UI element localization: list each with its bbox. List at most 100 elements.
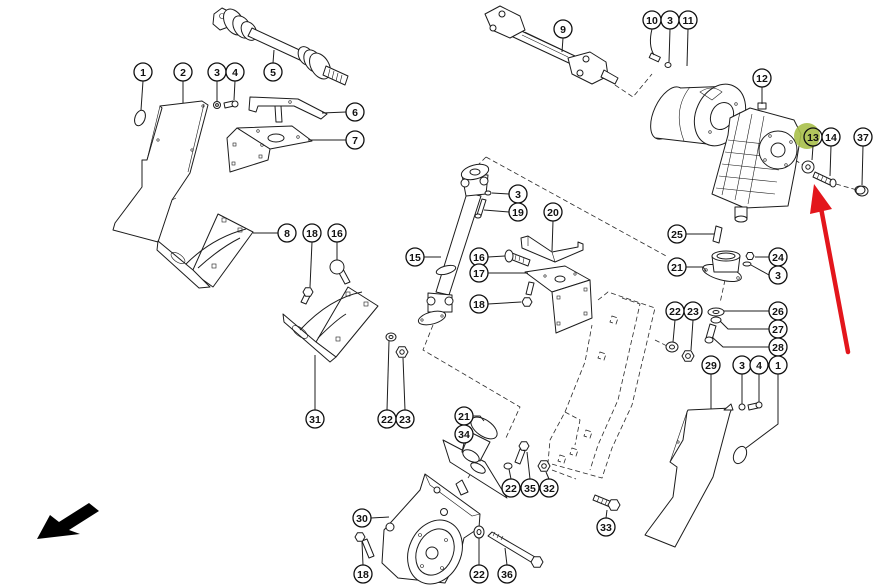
part-10-bolt	[648, 52, 661, 63]
callout-circle	[345, 130, 365, 150]
callout-number: 22	[669, 306, 681, 318]
callout-circle	[508, 202, 528, 222]
part-20-bent-plate	[520, 235, 584, 263]
part-22-washer	[385, 332, 397, 342]
part-36-long-bolt	[487, 531, 544, 568]
callout-7: 7	[308, 130, 365, 150]
callout-1: 1	[745, 355, 788, 449]
callout-number: 25	[671, 229, 683, 241]
callout-20: 20	[543, 202, 563, 252]
callout-number: 36	[501, 569, 513, 581]
callout-number: 9	[560, 24, 566, 36]
part-28-bolt	[704, 323, 717, 344]
callout-number: 3	[667, 15, 673, 27]
leader-line	[504, 547, 508, 566]
callout-circle	[752, 68, 772, 88]
part-18-bolt	[521, 281, 535, 307]
callout-23: 23	[683, 301, 703, 351]
part-3-washer	[664, 62, 672, 68]
callout-number: 3	[775, 270, 781, 282]
callout-circle	[405, 247, 425, 267]
part-1-cap	[134, 109, 146, 127]
callout-24: 24	[755, 247, 788, 267]
callout-4: 4	[225, 62, 245, 101]
callout-2: 2	[173, 62, 193, 103]
red-pointer-arrow	[810, 184, 851, 355]
callout-22: 22	[665, 301, 685, 343]
callout-37: 37	[853, 127, 873, 186]
callout-1: 1	[133, 62, 153, 111]
callout-number: 26	[772, 306, 784, 318]
callout-17: 17	[469, 263, 528, 283]
leader-line	[711, 336, 769, 348]
arrow-down-left-icon	[37, 503, 99, 539]
part-9-cardan-shaft	[484, 5, 619, 85]
callout-number: 6	[352, 107, 358, 119]
callout-12: 12	[752, 68, 772, 104]
callout-circle	[469, 263, 489, 283]
leader-line	[690, 319, 694, 351]
callout-number: 4	[756, 360, 762, 372]
leader-line	[668, 28, 671, 63]
part-7-mounting-bracket	[226, 125, 313, 173]
callout-circle	[353, 564, 373, 584]
callout-number: 15	[409, 252, 421, 264]
leader-line	[811, 145, 814, 161]
part-31-angle-bracket	[282, 286, 379, 363]
callout-number: 22	[505, 483, 517, 495]
callout-circle	[553, 19, 573, 39]
callout-5: 5	[263, 49, 283, 82]
callout-circle	[133, 62, 153, 82]
part-17-bracket	[524, 265, 593, 334]
part-25-pin	[712, 225, 723, 244]
callout-31: 31	[305, 355, 325, 429]
part-1-cap	[732, 445, 748, 465]
callout-circle	[667, 257, 687, 277]
part-4-bolt	[223, 100, 239, 109]
leader-line	[508, 468, 512, 480]
callout-16: 16	[469, 247, 506, 267]
callout-3: 3	[732, 355, 752, 404]
leader-line	[750, 264, 770, 276]
callout-3: 3	[491, 184, 528, 204]
callout-number: 35	[524, 483, 536, 495]
part-33-bolt	[592, 494, 621, 511]
leader-line	[473, 415, 485, 422]
callout-circle	[768, 355, 788, 375]
callout-circle	[768, 265, 788, 285]
callout-number: 4	[232, 67, 238, 79]
callout-number: 21	[458, 411, 470, 423]
callout-number: 22	[381, 414, 393, 426]
callout-34: 34	[454, 424, 474, 453]
callout-circle	[596, 517, 616, 537]
highlight-marker	[794, 123, 820, 149]
callout-number: 18	[473, 299, 485, 311]
part-18-bolt	[354, 532, 375, 559]
callout-14: 14	[821, 127, 841, 177]
callout-circle	[305, 409, 325, 429]
callout-32: 32	[539, 471, 559, 498]
callout-8: 8	[253, 223, 297, 243]
callout-30: 30	[352, 508, 390, 528]
callout-circle	[277, 223, 297, 243]
callout-number: 33	[600, 522, 612, 534]
leader-line	[483, 209, 510, 213]
leader-line	[461, 442, 465, 453]
callout-23: 23	[395, 357, 415, 429]
callout-33: 33	[596, 509, 616, 537]
callout-circle	[853, 127, 873, 147]
leader-line	[672, 319, 676, 343]
leader-line	[745, 374, 779, 449]
callout-22: 22	[469, 538, 489, 584]
red-arrow-head	[810, 184, 832, 214]
callout-number: 3	[739, 360, 745, 372]
callout-number: 1	[775, 360, 781, 372]
direction-arrow-icon	[37, 503, 99, 539]
part-26-washer	[707, 307, 725, 317]
part-23-nut	[395, 346, 409, 358]
part-3-washer	[738, 403, 746, 411]
leader-line	[861, 145, 864, 186]
callout-circle	[225, 62, 245, 82]
